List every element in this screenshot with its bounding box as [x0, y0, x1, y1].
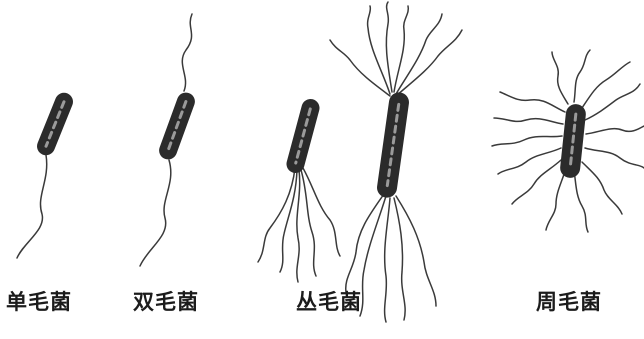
flagellum — [552, 52, 568, 104]
flagellum — [346, 194, 384, 292]
cell-body — [376, 91, 411, 199]
flagellum — [574, 50, 590, 102]
amphitrichous-bacterium — [140, 14, 197, 266]
lophotrichous-bacterium — [258, 97, 340, 282]
flagellum — [386, 2, 392, 92]
flagellum — [301, 170, 316, 276]
label-peritrichous: 周毛菌 — [536, 286, 602, 316]
flagellum — [394, 6, 408, 92]
flagellum — [492, 136, 562, 146]
label-amphitrichous: 双毛菌 — [133, 286, 199, 316]
flagellum — [498, 148, 561, 174]
flagellum — [280, 170, 297, 272]
flagellum — [582, 162, 622, 214]
flagellum — [582, 62, 630, 108]
flagellum — [394, 198, 405, 320]
flagellum-top — [182, 14, 192, 91]
flagellum — [500, 92, 565, 112]
flagellum — [585, 84, 640, 120]
flagellum — [494, 118, 563, 124]
lophotrichous-bipolar-bacterium — [330, 2, 462, 322]
flagellum — [585, 148, 644, 168]
flagellum — [385, 198, 390, 322]
flagellum — [574, 170, 588, 232]
label-lophotrichous: 丛毛菌 — [296, 286, 362, 316]
flagellum — [17, 155, 47, 258]
flagellum — [586, 126, 644, 134]
flagellum — [360, 196, 386, 316]
monotrichous-bacterium — [17, 90, 76, 258]
flagellum — [546, 168, 566, 230]
flagellum-bottom — [140, 160, 171, 266]
label-monotrichous: 单毛菌 — [6, 286, 72, 316]
flagellum — [297, 170, 300, 282]
flagellum — [330, 40, 390, 96]
flagellum — [396, 30, 462, 96]
peritrichous-bacterium — [492, 50, 644, 232]
